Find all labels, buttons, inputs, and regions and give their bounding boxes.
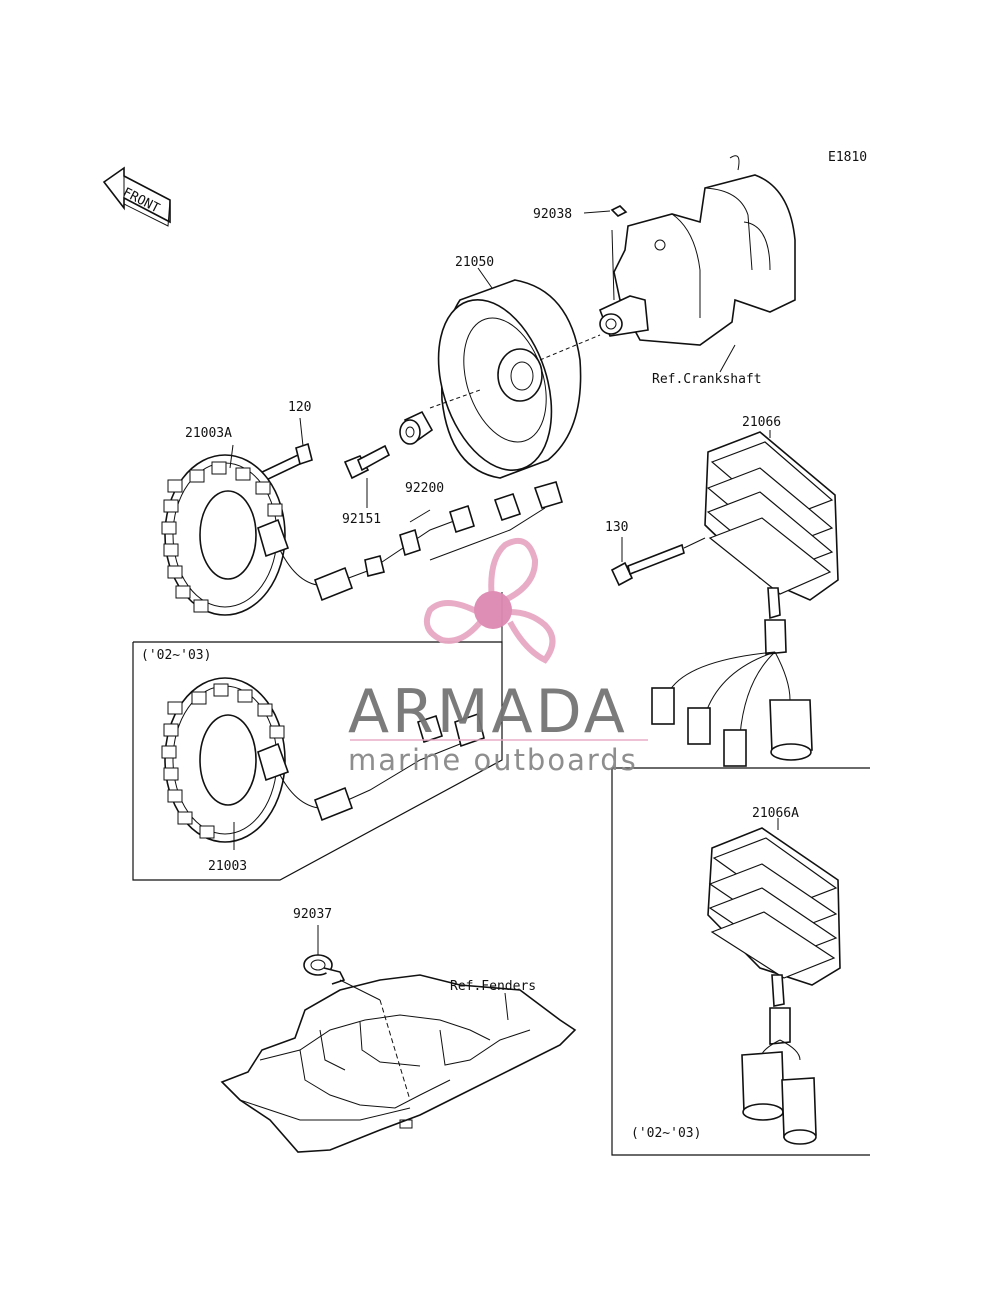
label-130: 130: [605, 520, 628, 535]
label-21066: 21066: [742, 415, 781, 430]
rear-fender: [220, 974, 577, 1153]
label-92151: 92151: [342, 512, 381, 527]
label-21003a: 21003A: [185, 426, 232, 441]
watermark-logo: ARMADA marine outboards: [348, 538, 648, 777]
label-120: 120: [288, 400, 311, 415]
watermark-name: ARMADA: [348, 677, 628, 747]
label-21003: 21003: [208, 859, 247, 874]
front-arrow-icon: FRONT: [102, 166, 171, 227]
crankshaft: [598, 155, 796, 373]
label-92200: 92200: [405, 481, 444, 496]
flywheel-rotor: [429, 267, 601, 479]
label-inset2-years: ('02~'03): [631, 1126, 701, 1141]
label-ref-fenders: Ref.Fenders: [450, 979, 536, 994]
washer-part: [399, 410, 434, 445]
propeller-logo-icon: [424, 538, 556, 664]
propeller-hub: [474, 591, 512, 629]
grommet-92037: [303, 925, 411, 1101]
stator-21003a: [161, 444, 563, 616]
diagram-code: E1810: [828, 150, 867, 165]
inset-box-regulator-02-03: [611, 767, 870, 1156]
regulator-21066: [651, 430, 839, 767]
label-21066a: 21066A: [752, 806, 799, 821]
label-92038: 92038: [533, 207, 572, 222]
bolt-92151: [343, 444, 391, 508]
label-ref-crankshaft: Ref.Crankshaft: [652, 372, 762, 387]
bolt-130: [610, 537, 706, 587]
label-92037: 92037: [293, 907, 332, 922]
label-21050: 21050: [455, 255, 494, 270]
watermark-tagline: marine outboards: [348, 743, 638, 777]
key-part: [610, 205, 628, 217]
label-inset1-years: ('02~'03): [141, 648, 211, 663]
inset-box-stator-02-03: [132, 592, 503, 881]
bolt-120: [256, 417, 313, 484]
